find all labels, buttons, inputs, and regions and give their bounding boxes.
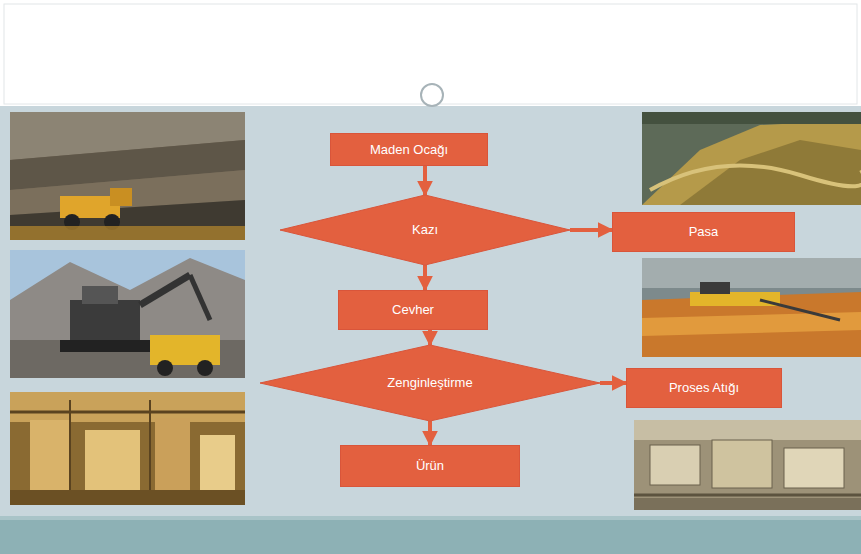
tailings-pond-photo (642, 258, 861, 357)
process-box: Maden Ocağı (330, 133, 488, 166)
flow-arrow (570, 228, 612, 232)
process-box: Pasa (612, 212, 795, 252)
process-waste-photo (634, 420, 861, 510)
flow-arrow (423, 265, 427, 290)
process-box: Proses Atığı (626, 368, 782, 408)
footer-bar (0, 520, 861, 554)
flow-arrow (428, 421, 432, 445)
mine-pit-photo (10, 112, 245, 240)
flow-arrow (600, 381, 626, 385)
footer-edge (0, 516, 861, 520)
process-box: Ürün (340, 445, 520, 487)
flow-arrow (423, 166, 427, 195)
node-label: Cevher (392, 302, 434, 318)
node-label: Pasa (689, 224, 719, 240)
excavator-photo (10, 250, 245, 378)
header-ring (421, 84, 443, 106)
flow-arrow (428, 330, 432, 345)
content-panel (0, 106, 861, 520)
node-label: Kazı (412, 222, 438, 238)
node-label: Proses Atığı (669, 380, 739, 396)
decision-diamond: Kazı (280, 195, 570, 265)
node-label: Ürün (416, 458, 444, 474)
node-label: Maden Ocağı (370, 142, 448, 158)
node-label: Zenginleştirme (387, 375, 472, 391)
decision-diamond: Zenginleştirme (260, 345, 600, 421)
processing-plant-photo (10, 392, 245, 505)
process-box: Cevher (338, 290, 488, 330)
waste-heap-photo (642, 112, 861, 205)
